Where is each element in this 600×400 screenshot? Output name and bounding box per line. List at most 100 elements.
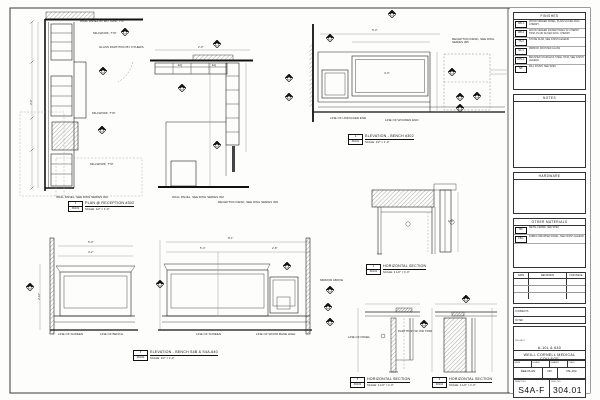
section-marker-icon [456,104,464,112]
section-marker-icon [388,10,396,18]
note: MILLWORK, TYP. [90,162,114,166]
finishes-header: FINISHES [514,13,585,21]
finish-desc: MILL FINISH, SEE SPEC [529,65,557,69]
callout-hsect-b: 6 304.01 HORIZONTAL SECTION SCALE: 1 1/2… [432,377,493,388]
callout-sheet: 304.01 [71,207,80,210]
callout-number: 1 [69,202,82,207]
callout-bubble: 5 304.01 [350,377,365,388]
callout-bubble: 4 304.01 [366,264,381,275]
noted-label: NOTED [515,320,524,322]
revisions-col-desc: REVISIONS [529,273,567,278]
finish-desc: STONE SLAB, SEE FINISH LEGEND [529,38,570,42]
project-panel: PROJECT A-10L & 640 WEILL CORNELL MEDICA… [513,326,586,360]
callout-scale: SCALE: 1/2" = 1'-0" [365,140,390,144]
field-chkd: CHKD [568,361,575,364]
callout-hsect-a: 5 304.01 HORIZONTAL SECTION SCALE: 1 1/2… [350,377,411,388]
callout-plan: 1 304.01 PLAN @ RECEPTION #302 SCALE: 1/… [68,201,135,212]
fields-row-1: DATE SCALE DRAWN CHKD [514,361,585,368]
section-marker-icon [326,318,334,326]
plan-reception-right [117,49,253,188]
finish-row: TS-4 STONE SLAB, SEE FINISH LEGEND [514,38,585,48]
callout-number: 4 [367,265,380,270]
dim-label: 8'-1" [228,236,234,240]
project-number-row: PROJECT A-10L & 640 [514,327,585,351]
finish-tag: MF [515,66,527,73]
section-markers [26,10,481,328]
plan-reception-left [19,11,143,197]
section-marker-icon [462,295,470,303]
callout-title: PLAN @ RECEPTION #302 [85,201,135,207]
horizontal-section-mid [371,183,459,255]
material-row: FB-1 FABRIC WRAPPED PANEL, SEE FINISH LE… [514,235,585,245]
note: LINE OF WOOD BASE HIGH [256,332,296,336]
callout-title: ELEVATION - BENCH #302 [365,134,414,140]
material-desc: FABRIC WRAPPED PANEL, SEE FINISH LEGEND [529,235,584,239]
revisions-empty-row [514,279,585,286]
callout-sheet: 304.01 [369,270,378,273]
title-block: FINISHES WD-1 WOOD VENEER PANEL, PLAIN S… [510,8,590,398]
note: PARTITION W/ WD TRIM [398,329,433,333]
section-marker-icon [420,320,428,328]
finish-desc: WOOD VENEER RAISED PANEL W/ CHERRY TRIM,… [529,29,580,36]
callout-sheet: 304.01 [136,356,145,359]
section-marker-icon [178,84,186,92]
note: RECEPTION DESK, SEE DWG SERIES 305 [452,37,495,45]
sheet-number-label: DWG. NO. [551,380,561,383]
field-see-plan: SEE PLAN [514,367,543,378]
callout-bubble: 3 304.01 [133,350,148,361]
callout-number: 6 [433,378,446,383]
horizontal-section-a [357,303,420,373]
section-marker-icon [473,92,481,100]
note: WALL PANEL, SEE DWG SERIES 302 [172,195,224,199]
finish-tag: MTL-1 [515,57,527,64]
elevation-bench-s4a-640 [158,237,312,335]
section-marker-icon [285,93,293,101]
callout-title: HORIZONTAL SECTION [449,377,493,383]
hardware-header: HARDWARE [514,173,585,181]
comments-panel: COMMENTS NOTED [513,307,586,324]
noted-strip: NOTED [514,317,585,323]
dim-label: 4'-0" [384,71,390,75]
fields-row-2: SEE PLAN NO. PE-104 [514,367,585,378]
note: LINE OF SCREEN [58,332,84,336]
callout-bubble: 6 304.01 [432,377,447,388]
note: LINE OF PANEL [348,335,371,339]
section-marker-icon [285,74,293,82]
dim-label: 2'-0" [198,45,204,49]
section-marker-icon [326,34,334,42]
section-marker-icon [213,40,221,48]
material-tag: FB-1 [515,236,527,243]
note: MILLWORK, TYP. [93,31,117,35]
callout-number: 2 [349,135,362,140]
client-name: WEILL CORNELL MEDICAL COLLEGE [523,352,576,360]
callout-number: 5 [351,378,364,383]
note: LINE OF BENCH [100,332,124,336]
finish-desc: BRUSHED STAINLESS STEEL TRIM, SEE FINISH… [529,56,584,63]
finish-row: MTL-1 BRUSHED STAINLESS STEEL TRIM, SEE … [514,56,585,66]
finish-tag: WD-1 [515,21,527,28]
dim-label: 1'-6" [448,219,454,223]
section-marker-icon [98,126,106,134]
finish-row: GL-1 MIRROR, FROSTED GLASS [514,47,585,57]
material-row: MF METAL FRAME, SEE SPEC [514,226,585,236]
note: WALL PANEL W/ WD TRIM, TYP. [80,19,125,23]
finish-row: WD-2 WOOD VENEER RAISED PANEL W/ CHERRY … [514,29,585,39]
section-marker-icon [213,141,221,149]
callout-title: HORIZONTAL SECTION [383,264,427,270]
note: LINE OF UNFOLDED END [330,116,367,120]
hardware-panel: HARDWARE [513,172,586,214]
callout-hsect-mid: 4 304.01 HORIZONTAL SECTION SCALE: 1 1/2… [366,264,427,275]
field-drawn: DRAWN [550,361,568,367]
section-marker-icon [448,68,456,76]
revisions-col-issue: FOR ISSUE [569,274,583,277]
section-marker-icon [26,283,34,291]
finish-tag: GL-1 [515,48,527,55]
finish-desc: MIRROR, FROSTED GLASS [529,47,561,51]
callout-sheet: 304.01 [435,383,444,386]
callout-bubble: 2 304.01 [348,134,363,145]
dim-label: 2'-10" [37,292,41,300]
sheet-code-cell: SHEET NO. S4A-F [514,380,550,397]
revisions-col-date: DATE [514,273,529,278]
